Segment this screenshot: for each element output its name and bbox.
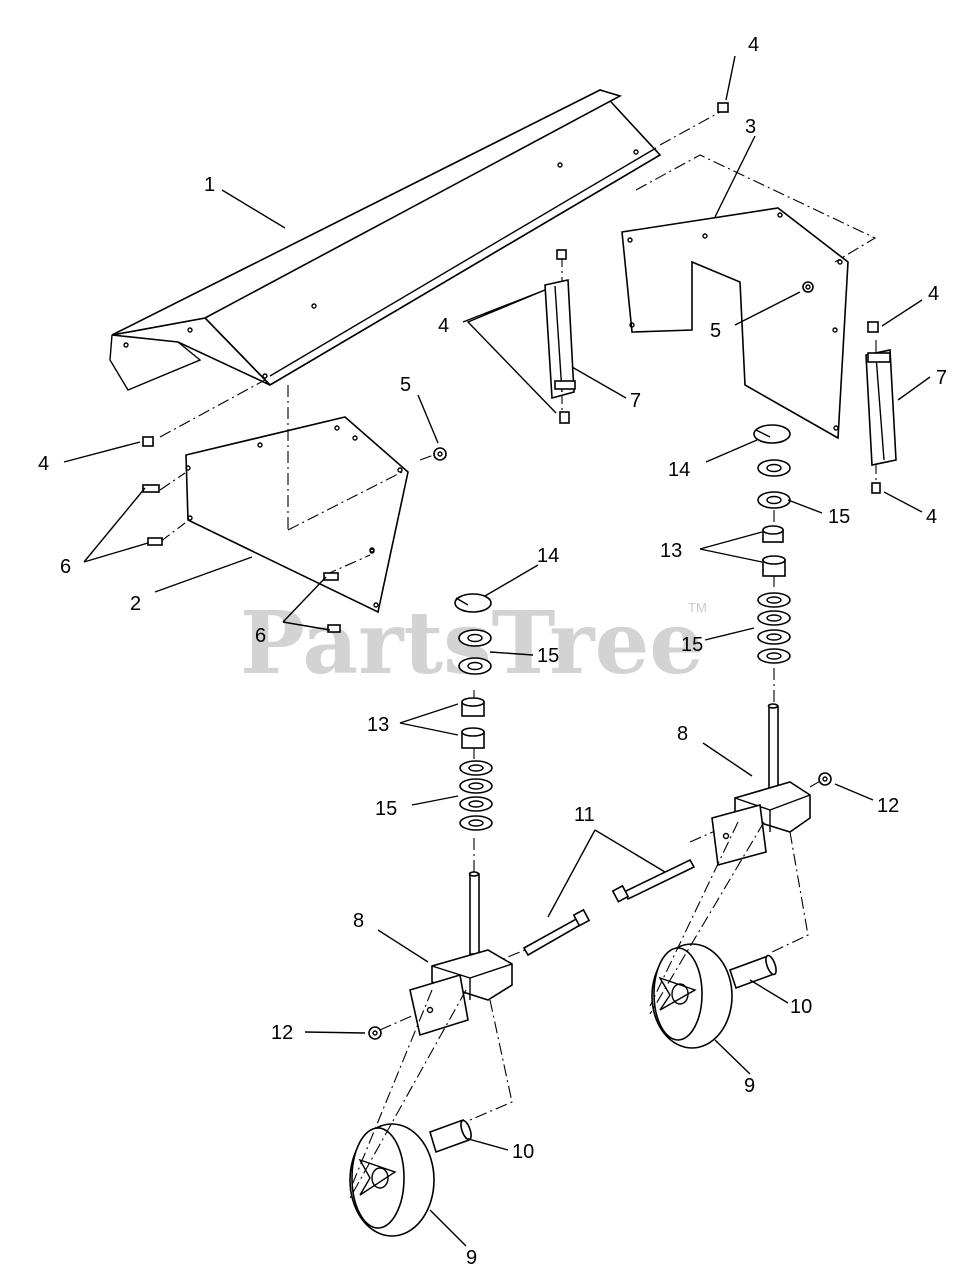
leader-lines [63, 55, 931, 1247]
screw-icon [323, 572, 339, 581]
bolt-icon [867, 321, 879, 333]
callout-15-left-lower: 15 [375, 798, 397, 820]
bushing-icon [762, 555, 786, 577]
spacer-washer-icon [757, 610, 791, 626]
callout-4-right-lower: 4 [926, 506, 937, 528]
screw-icon [142, 484, 160, 493]
caster-stack-right [611, 424, 811, 1049]
callout-15-right-upper: 15 [828, 506, 850, 528]
bolt-icon [142, 436, 154, 447]
callout-1: 1 [204, 174, 215, 196]
bolt-icon [717, 102, 729, 113]
callout-10-left: 10 [512, 1141, 534, 1163]
spacer-washer-icon [757, 592, 791, 608]
spacer-washer-icon [757, 648, 791, 664]
callout-14-left: 14 [537, 545, 559, 567]
nut-icon [802, 281, 814, 293]
axle-sleeve-icon [429, 1118, 472, 1154]
bushing-icon [762, 525, 784, 543]
callout-12-right: 12 [877, 795, 899, 817]
callout-8-left: 8 [353, 910, 364, 932]
callout-3: 3 [745, 116, 756, 138]
wheel-icon [349, 1123, 435, 1237]
callout-9-left: 9 [466, 1247, 477, 1269]
callout-8-right: 8 [677, 723, 688, 745]
callout-12-left: 12 [271, 1022, 293, 1044]
callout-7-right: 7 [936, 367, 947, 389]
axle-bolt-icon [522, 908, 591, 957]
spindle-icon [767, 703, 779, 791]
snap-ring-icon [454, 593, 492, 613]
part-side-panel-left [185, 416, 409, 614]
screw-icon [147, 537, 163, 546]
callout-9-right: 9 [744, 1075, 755, 1097]
spacer-washer-icon [458, 629, 492, 647]
bolt-icon [871, 482, 881, 494]
callout-4-right-upper: 4 [928, 283, 939, 305]
callout-6-center: 6 [255, 625, 266, 647]
callout-14-right: 14 [668, 459, 690, 481]
nut-icon [368, 1026, 382, 1040]
bushing-icon [461, 727, 485, 749]
bushing-icon [461, 697, 485, 717]
callout-13-right: 13 [660, 540, 682, 562]
part-bracket-right [865, 349, 897, 466]
hardware [142, 102, 881, 1040]
callout-5-right: 5 [710, 320, 721, 342]
part-side-panel-right [621, 207, 849, 440]
callout-15-left-upper: 15 [537, 645, 559, 667]
spindle-icon [468, 871, 480, 955]
spacer-washer-icon [459, 760, 493, 776]
callout-11: 11 [574, 804, 595, 826]
callout-6-left: 6 [60, 556, 71, 578]
bolt-icon [556, 249, 567, 260]
callout-4-left: 4 [38, 453, 49, 475]
spacer-washer-icon [757, 491, 791, 509]
bolt-icon [559, 411, 570, 424]
spacer-washer-icon [459, 815, 493, 831]
part-cover-top [109, 88, 662, 391]
callout-4-center: 4 [438, 315, 449, 337]
callout-5-left: 5 [400, 374, 411, 396]
callout-4-top: 4 [748, 34, 759, 56]
assembly-lines [159, 111, 877, 1031]
caster-fork-icon [409, 949, 513, 1037]
spacer-washer-icon [757, 459, 791, 477]
callout-7-center: 7 [630, 390, 641, 412]
nut-icon [818, 772, 832, 786]
snap-ring-icon [753, 424, 791, 444]
callout-2: 2 [130, 593, 141, 615]
callout-labels: 1 2 3 4 4 4 4 4 5 5 6 6 7 7 8 8 9 9 10 1… [38, 34, 947, 1269]
screw-icon [327, 624, 341, 633]
callout-15-right-lower: 15 [681, 634, 703, 656]
nut-icon [433, 447, 447, 461]
spacer-washer-icon [458, 657, 492, 675]
callout-10-right: 10 [790, 996, 812, 1018]
callout-13-left: 13 [367, 714, 389, 736]
caster-stack-left [349, 593, 591, 1237]
caster-fork-icon [711, 781, 811, 867]
spacer-washer-icon [757, 629, 791, 645]
watermark-trademark: TM [688, 600, 707, 615]
spacer-washer-icon [459, 796, 493, 812]
axle-sleeve-icon [728, 954, 777, 990]
axle-bolt-icon [611, 858, 696, 903]
spacer-washer-icon [459, 778, 493, 794]
part-bracket-center [544, 279, 576, 400]
wheel-icon [651, 943, 733, 1049]
